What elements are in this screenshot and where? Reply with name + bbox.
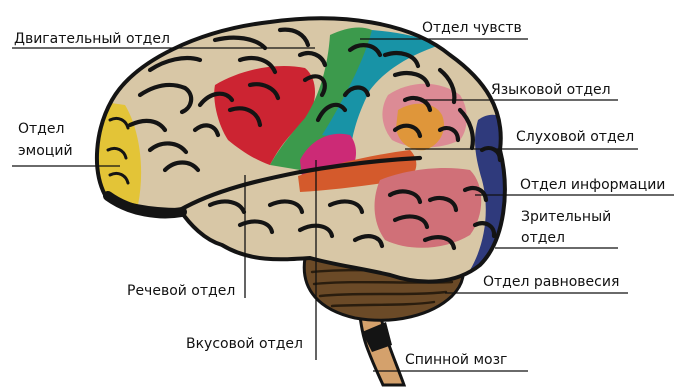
label-motor: Двигательный отдел (14, 31, 170, 47)
label-emotion-line1: Отдел (18, 121, 64, 137)
label-spinal: Спинной мозг (405, 352, 507, 368)
label-sensory: Отдел чувств (422, 20, 522, 36)
label-speech: Речевой отдел (127, 283, 235, 299)
label-language: Языковой отдел (491, 82, 611, 98)
label-visual-line2: отдел (521, 230, 565, 246)
label-visual-line1: Зрительный (521, 209, 611, 225)
information-region (375, 168, 482, 248)
label-emotion-line2: эмоций (18, 143, 73, 159)
label-auditory: Слуховой отдел (516, 129, 634, 145)
label-information: Отдел информации (520, 177, 665, 193)
label-balance: Отдел равновесия (483, 274, 619, 290)
label-taste: Вкусовой отдел (186, 336, 303, 352)
